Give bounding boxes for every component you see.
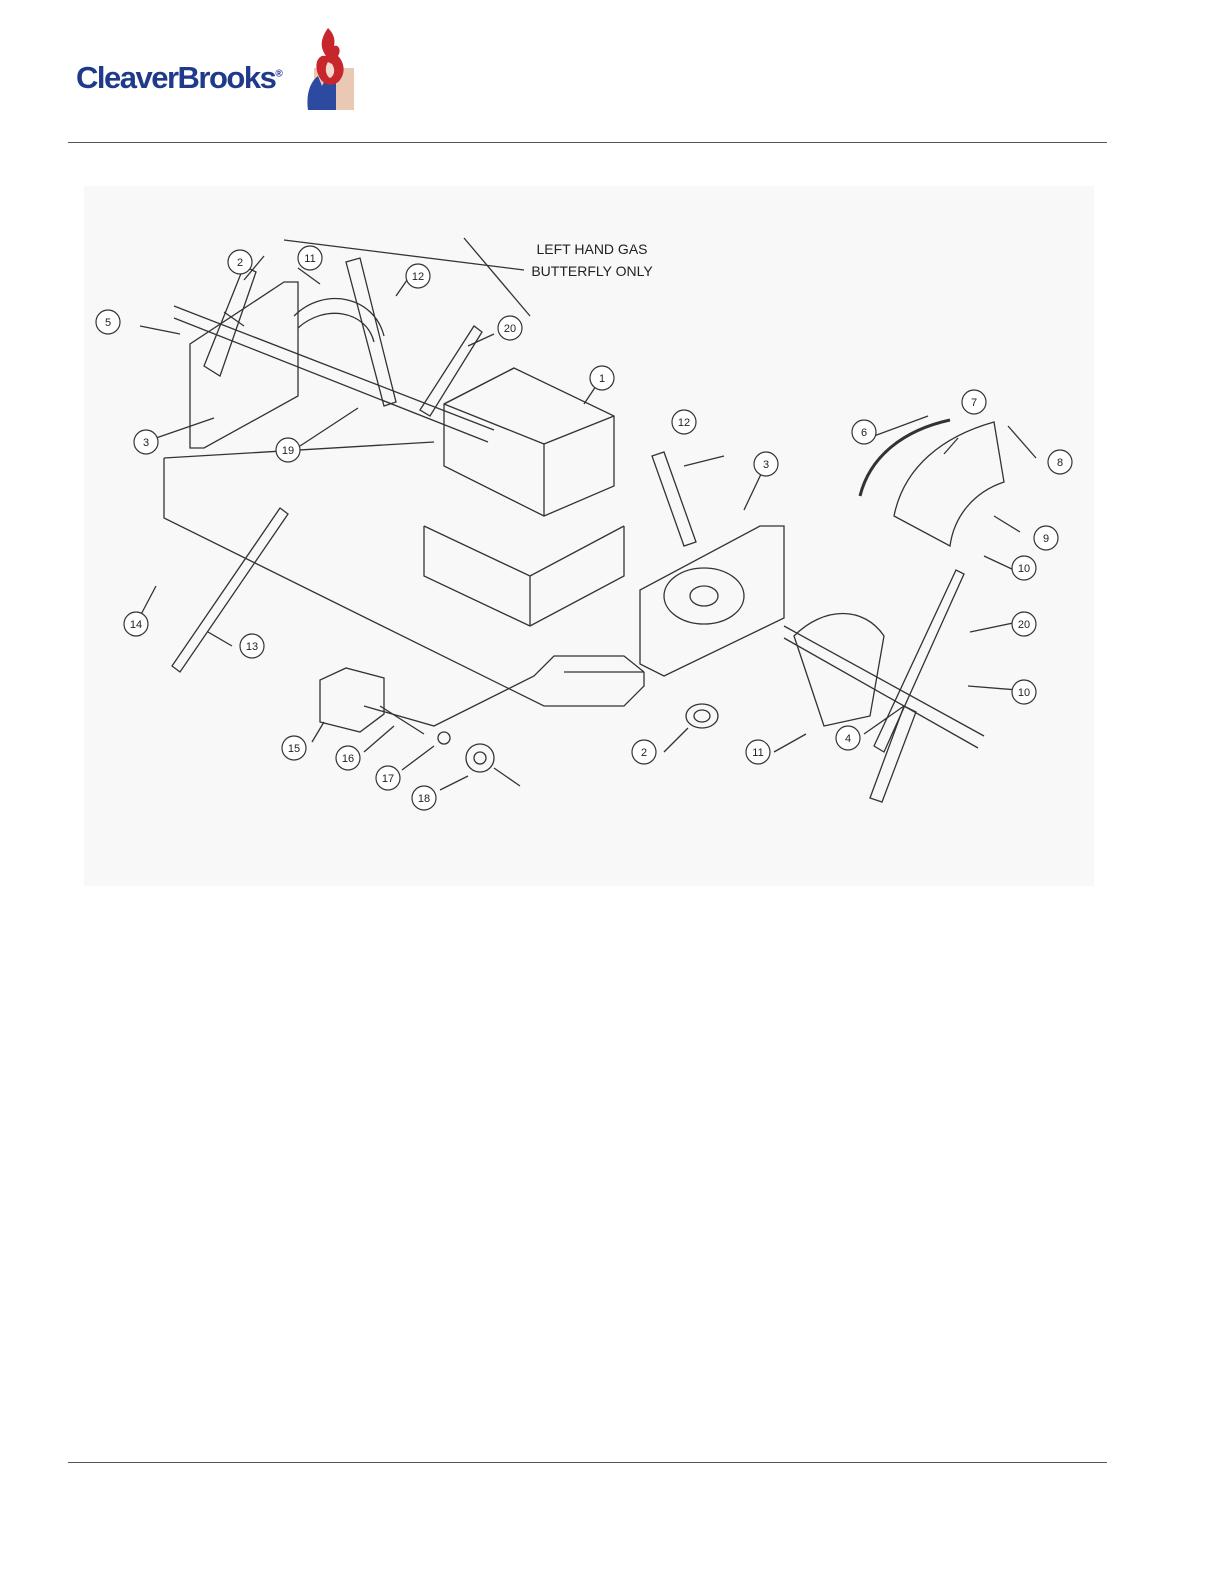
callout-13: 13 — [240, 634, 264, 658]
callout-20: 20 — [498, 316, 522, 340]
callout-19: 19 — [276, 438, 300, 462]
callout-number: 15 — [288, 743, 300, 755]
header-rule — [68, 142, 1107, 143]
callout-number: 17 — [382, 773, 394, 785]
callout-9: 9 — [1034, 526, 1058, 550]
callout-3: 3 — [134, 430, 158, 454]
callout-1: 1 — [590, 366, 614, 390]
callout-11: 11 — [746, 740, 770, 764]
callout-number: 9 — [1043, 533, 1049, 545]
callout-number: 18 — [418, 793, 430, 805]
callout-5: 5 — [96, 310, 120, 334]
callout-12: 12 — [406, 264, 430, 288]
callout-12: 12 — [672, 410, 696, 434]
footer-rule — [68, 1462, 1107, 1463]
callout-number: 19 — [282, 445, 294, 457]
callout-number: 13 — [246, 641, 258, 653]
callout-number: 12 — [678, 417, 690, 429]
callout-number: 10 — [1018, 563, 1030, 575]
diagram-note-line1: LEFT HAND GAS — [537, 241, 648, 257]
callout-2: 2 — [228, 250, 252, 274]
callout-11: 11 — [298, 246, 322, 270]
callout-number: 14 — [130, 619, 142, 631]
callout-number: 20 — [1018, 619, 1030, 631]
callout-number: 11 — [304, 253, 315, 265]
callout-number: 12 — [412, 271, 424, 283]
callout-number: 11 — [752, 747, 763, 759]
callout-15: 15 — [282, 736, 306, 760]
callout-3: 3 — [754, 452, 778, 476]
callout-20: 20 — [1012, 612, 1036, 636]
callout-number: 2 — [237, 257, 243, 269]
callout-number: 8 — [1057, 457, 1063, 469]
callout-14: 14 — [124, 612, 148, 636]
callout-number: 16 — [342, 753, 354, 765]
callout-10: 10 — [1012, 556, 1036, 580]
callout-number: 20 — [504, 323, 516, 335]
cleaver-brooks-logo: CleaverBrooks® — [74, 24, 354, 116]
diagram-note-line2: BUTTERFLY ONLY — [531, 263, 653, 279]
callout-7: 7 — [962, 390, 986, 414]
callout-2: 2 — [632, 740, 656, 764]
callout-8: 8 — [1048, 450, 1072, 474]
callout-number: 6 — [861, 427, 867, 439]
callout-6: 6 — [852, 420, 876, 444]
callout-18: 18 — [412, 786, 436, 810]
callout-number: 4 — [845, 733, 851, 745]
callout-number: 3 — [143, 437, 149, 449]
callout-number: 5 — [105, 317, 111, 329]
callout-17: 17 — [376, 766, 400, 790]
flame-hand-icon — [300, 24, 354, 114]
callout-4: 4 — [836, 726, 860, 750]
callout-number: 10 — [1018, 687, 1030, 699]
callout-number: 3 — [763, 459, 769, 471]
callout-number: 1 — [599, 373, 605, 385]
callout-16: 16 — [336, 746, 360, 770]
callout-number: 2 — [641, 747, 647, 759]
callout-number: 7 — [971, 397, 977, 409]
callout-10: 10 — [1012, 680, 1036, 704]
parts-drawing: LEFT HAND GAS BUTTERFLY ONLY 52111220131… — [84, 186, 1094, 886]
brand-wordmark: CleaverBrooks® — [76, 60, 283, 96]
